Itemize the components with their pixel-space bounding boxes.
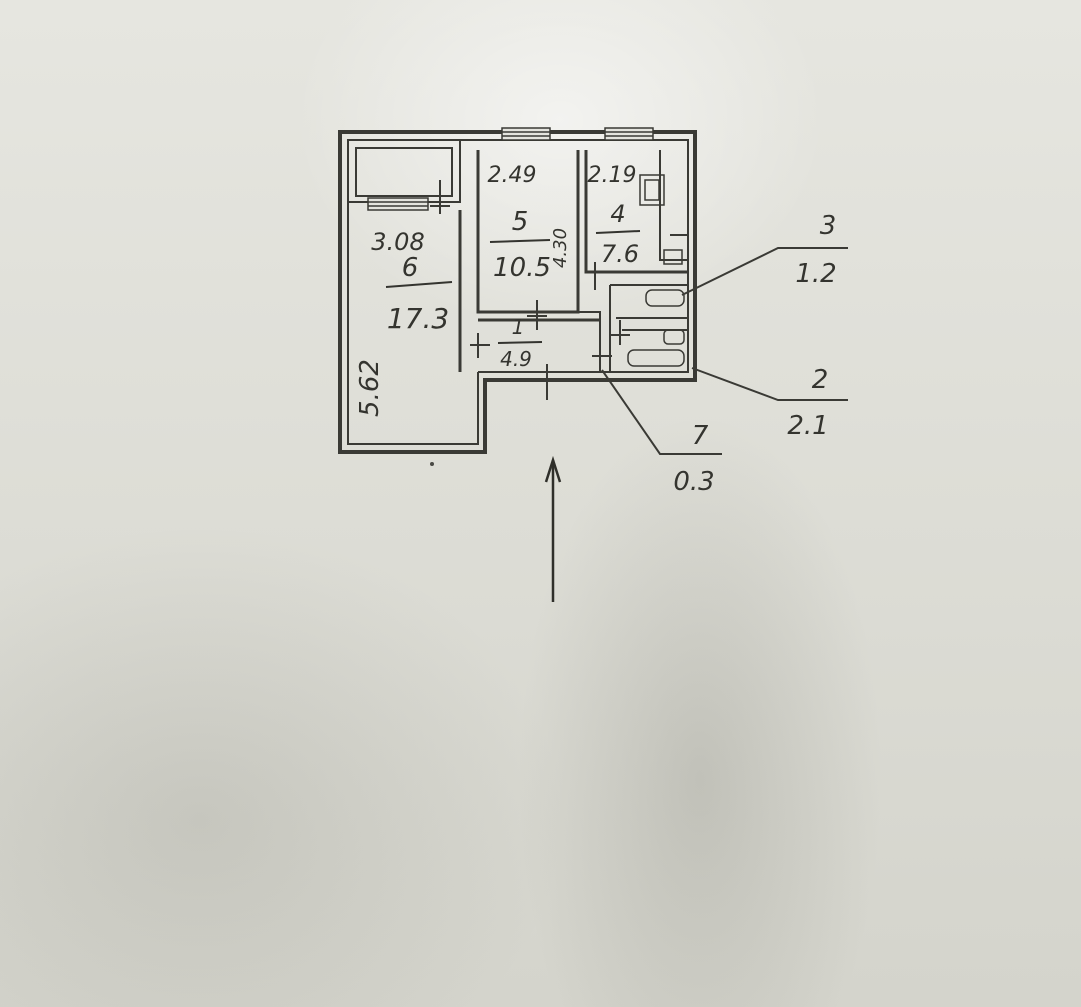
entrance-arrow [544, 455, 562, 602]
ink-dot [430, 462, 434, 466]
room-5-length-dimension: 4.30 [550, 228, 571, 268]
room-1-label: 1 4.9 [497, 315, 543, 371]
room-6-label: 6 17.3 [385, 253, 453, 335]
room-6-length-dimension: 5.62 [355, 359, 385, 417]
room-4-width-dimension: 2.19 [588, 163, 637, 188]
room-5-area: 10.5 [493, 253, 551, 283]
room-1-number: 1 [512, 315, 525, 339]
room-2-label: 2 2.1 [787, 365, 828, 441]
room-3-area: 1.2 [795, 259, 836, 289]
room-2-area: 2.1 [787, 411, 828, 441]
room-5-number: 5 [512, 207, 529, 237]
door-ticks [430, 180, 630, 400]
windows [367, 127, 654, 211]
balcony [347, 139, 461, 203]
leader-lines [601, 247, 848, 455]
leader-room-3 [681, 247, 848, 296]
room-6-area: 17.3 [387, 302, 449, 335]
room-1-area: 4.9 [500, 347, 532, 371]
room-7-number: 7 [692, 421, 709, 451]
toilet-icon [663, 329, 685, 345]
room-7-area: 0.3 [673, 467, 714, 497]
room-7-label: 7 0.3 [673, 421, 714, 497]
stove-icon [639, 174, 665, 206]
room-3-label: 3 1.2 [795, 211, 836, 289]
room-5-label: 5 10.5 [489, 207, 551, 283]
room-6-width-dimension: 3.08 [371, 228, 424, 256]
room-4-area: 7.6 [601, 240, 639, 268]
room-2-number: 2 [812, 365, 829, 395]
room-4-label: 4 7.6 [595, 200, 641, 268]
bathtub-icon [627, 349, 685, 367]
leader-room-7 [601, 369, 722, 455]
sink-icon [645, 289, 685, 307]
room-3-number: 3 [820, 211, 837, 241]
leader-room-2 [691, 367, 848, 401]
room-4-number: 4 [610, 200, 625, 228]
fixtures [627, 174, 685, 367]
room-6-number: 6 [402, 253, 419, 283]
room-5-width-dimension: 2.49 [488, 163, 537, 188]
